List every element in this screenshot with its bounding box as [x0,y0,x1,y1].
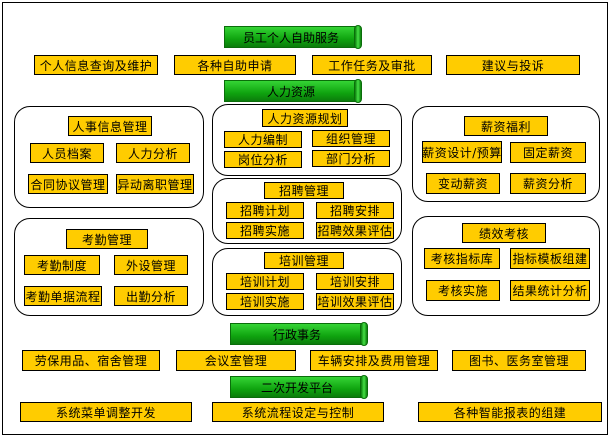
box-kpi-library: 考核指标库 [424,248,500,269]
box-training-arrange: 培训安排 [316,273,394,290]
attendance-title: 考勤管理 [66,229,148,249]
personnel-title: 人事信息管理 [68,116,152,136]
box-kpi-template: 指标模板组建 [510,248,590,269]
recruit-title: 招聘管理 [264,182,344,199]
banner-dev: 二次开发平台 [230,375,368,399]
box-meeting-room: 会议室管理 [176,350,296,371]
box-salary-design: 薪资设计/预算 [422,141,502,163]
box-fixed-salary: 固定薪资 [510,142,586,163]
box-smart-reports: 各种智能报表的组建 [418,402,602,422]
box-self-apply: 各种自助申请 [174,55,296,75]
banner-self-service-label: 员工个人自助服务 [242,30,339,45]
training-title: 培训管理 [264,252,344,269]
banner-dev-label: 二次开发平台 [260,380,333,395]
box-variable-salary: 变动薪资 [426,173,500,194]
box-menu-dev: 系统菜单调整开发 [20,402,192,422]
box-vehicle: 车辆安排及费用管理 [310,350,438,371]
box-library-clinic: 图书、医务室管理 [452,350,586,371]
box-result-analysis: 结果统计分析 [510,280,590,301]
box-attendance-flow: 考勤单据流程 [24,286,102,306]
box-staffing: 人力编制 [224,131,302,148]
banner-cap [360,375,368,399]
box-position: 岗位分析 [224,151,302,168]
box-hr-analysis: 人力分析 [116,143,190,163]
box-recruit-implement: 招聘实施 [226,222,304,239]
banner-self-service: 员工个人自助服务 [224,25,362,49]
box-assessment: 考核实施 [426,280,500,301]
box-task-approval: 工作任务及审批 [312,55,432,75]
box-labor-dorm: 劳保用品、宿舍管理 [22,350,160,371]
salary-title: 薪资福利 [464,116,548,136]
box-attendance-rules: 考勤制度 [24,255,100,275]
planning-title: 人力资源规划 [262,109,348,127]
box-staff-files: 人员档案 [30,143,104,163]
performance-title: 绩效考核 [462,223,546,243]
box-training-plan: 培训计划 [226,273,304,290]
box-attendance-analysis: 出勤分析 [114,286,188,306]
box-training-implement: 培训实施 [226,293,304,310]
box-recruit-plan: 招聘计划 [226,202,304,219]
box-contract: 合同协议管理 [28,174,108,194]
banner-hr-label: 人力资源 [266,84,315,99]
banner-cap [360,322,368,346]
box-peripheral: 外设管理 [114,255,188,275]
box-training-eval: 培训效果评估 [316,293,394,310]
box-org: 组织管理 [312,130,390,147]
box-resignation: 异动离职管理 [116,174,194,194]
banner-cap [354,79,362,103]
banner-admin: 行政事务 [230,322,368,346]
banner-cap [354,25,362,49]
box-recruit-eval: 招聘效果评估 [316,222,394,239]
box-suggestion: 建议与投诉 [446,55,580,75]
box-salary-analysis: 薪资分析 [510,173,586,194]
box-flow-control: 系统流程设定与控制 [212,402,384,422]
diagram-frame [2,2,608,435]
box-personal-info: 个人信息查询及维护 [34,55,158,75]
banner-admin-label: 行政事务 [272,327,321,342]
banner-hr: 人力资源 [224,79,362,103]
box-department: 部门分析 [312,150,390,167]
box-recruit-arrange: 招聘安排 [316,202,394,219]
